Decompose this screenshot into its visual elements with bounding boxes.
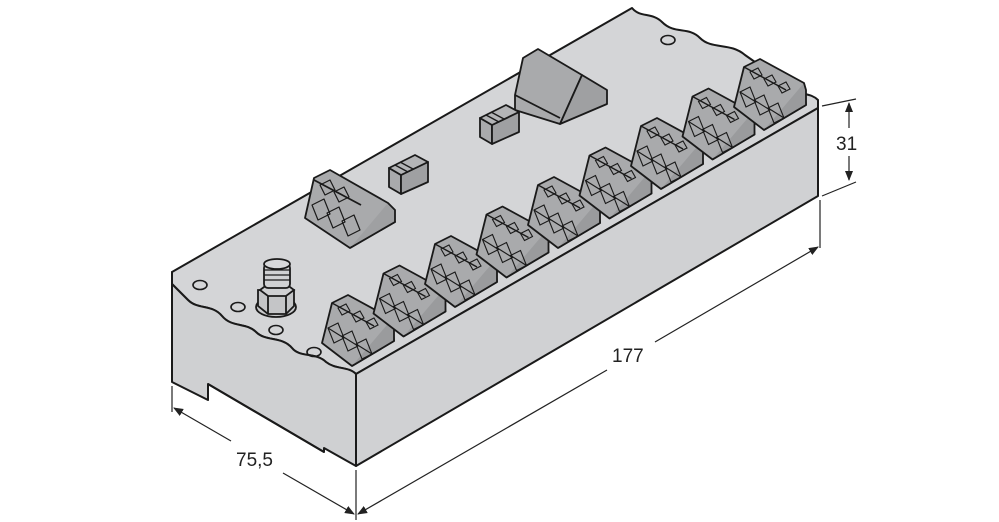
width-dimension-label: 75,5: [236, 450, 273, 471]
dip-switch-2: [388, 154, 429, 195]
terminal-block: [527, 176, 601, 249]
connector-top: [514, 48, 608, 125]
terminal-row: [321, 58, 807, 367]
dimension-height: [821, 98, 857, 197]
module-body: [171, 7, 819, 467]
dimension-width: [171, 386, 355, 515]
dimension-length: [355, 200, 821, 520]
terminal-block: [733, 58, 807, 131]
power-terminal: [304, 169, 396, 249]
height-dimension-label: 31: [836, 134, 857, 155]
body-left-face: [171, 271, 357, 467]
length-dimension-label: 177: [612, 346, 644, 367]
dip-switch-1: [479, 104, 520, 145]
ground-stud: [255, 258, 297, 318]
